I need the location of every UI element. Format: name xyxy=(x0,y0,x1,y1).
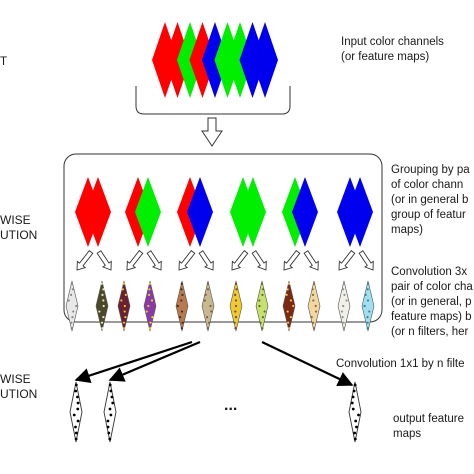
depthwise-filter-5 xyxy=(175,280,189,332)
input-label: Input color channels (or feature maps) xyxy=(341,36,444,63)
depthwise-filter-4 xyxy=(143,280,157,332)
depthwise-filter-9 xyxy=(282,280,296,332)
pointwise-arrows xyxy=(74,340,354,386)
group-4-front-green xyxy=(240,177,266,247)
depthwise-filter-8 xyxy=(255,280,269,332)
group-3-right-arrow xyxy=(198,250,214,271)
grouped-channel-pairs xyxy=(75,177,373,247)
group-6-left-arrow xyxy=(338,250,356,271)
output-label: output feature maps xyxy=(393,413,464,440)
depthwise-filters xyxy=(65,280,375,332)
group-1-left-arrow xyxy=(76,250,94,271)
depthwise-filter-11 xyxy=(337,280,351,332)
group-6-right-arrow xyxy=(358,250,374,271)
grouping-to-filter-arrows xyxy=(76,250,374,271)
depthwise-filter-1 xyxy=(65,280,79,332)
depthwise-filter-12 xyxy=(361,280,375,332)
hollow-arrow-shape xyxy=(201,117,223,147)
pointwise-arrow-3 xyxy=(261,341,354,386)
convolution-1x1-label: Convolution 1x1 by n filte xyxy=(336,358,465,370)
input-channel-blue xyxy=(252,22,278,98)
group-2-left-arrow xyxy=(126,250,144,271)
depthwise-filter-7 xyxy=(229,280,243,332)
grouping-label: Grouping by pa of color chann (or in gen… xyxy=(391,164,470,236)
group-5-right-arrow xyxy=(303,250,319,271)
down-arrow-icon xyxy=(201,117,223,147)
group-2-right-arrow xyxy=(146,250,162,271)
ellipsis: ... xyxy=(224,397,238,414)
input-channels-stack xyxy=(152,22,278,98)
output-feature-map-1 xyxy=(69,381,83,443)
depthwise-filter-2 xyxy=(95,280,109,332)
group-1-front-red xyxy=(85,177,111,247)
grouping-frame xyxy=(63,153,383,323)
left-label-top: T xyxy=(0,56,8,68)
group-4-left-arrow xyxy=(231,250,249,271)
pointwise-arrow-1 xyxy=(74,340,193,384)
group-3-front-blue xyxy=(187,177,213,247)
left-label-pointwise: WISE UTION xyxy=(0,372,38,401)
group-1-right-arrow xyxy=(96,250,112,271)
depthwise-filter-6 xyxy=(201,280,215,332)
group-3-left-arrow xyxy=(178,250,196,271)
output-feature-map-3 xyxy=(348,381,362,443)
input-bracket xyxy=(135,86,291,115)
output-feature-map-2 xyxy=(103,381,117,443)
depthwise-filter-10 xyxy=(307,280,321,332)
group-2-front-green xyxy=(135,177,161,247)
pointwise-arrow-2 xyxy=(108,340,201,382)
left-label-depthwise: WISE UTION xyxy=(0,213,38,242)
depthwise-filter-3 xyxy=(117,280,131,332)
convolution-3x3-label: Convolution 3x pair of color cha (or in … xyxy=(391,266,473,338)
output-feature-maps xyxy=(69,381,362,443)
group-4-right-arrow xyxy=(251,250,267,271)
group-5-front-blue xyxy=(292,177,318,247)
group-6-front-blue xyxy=(347,177,373,247)
group-5-left-arrow xyxy=(283,250,301,271)
